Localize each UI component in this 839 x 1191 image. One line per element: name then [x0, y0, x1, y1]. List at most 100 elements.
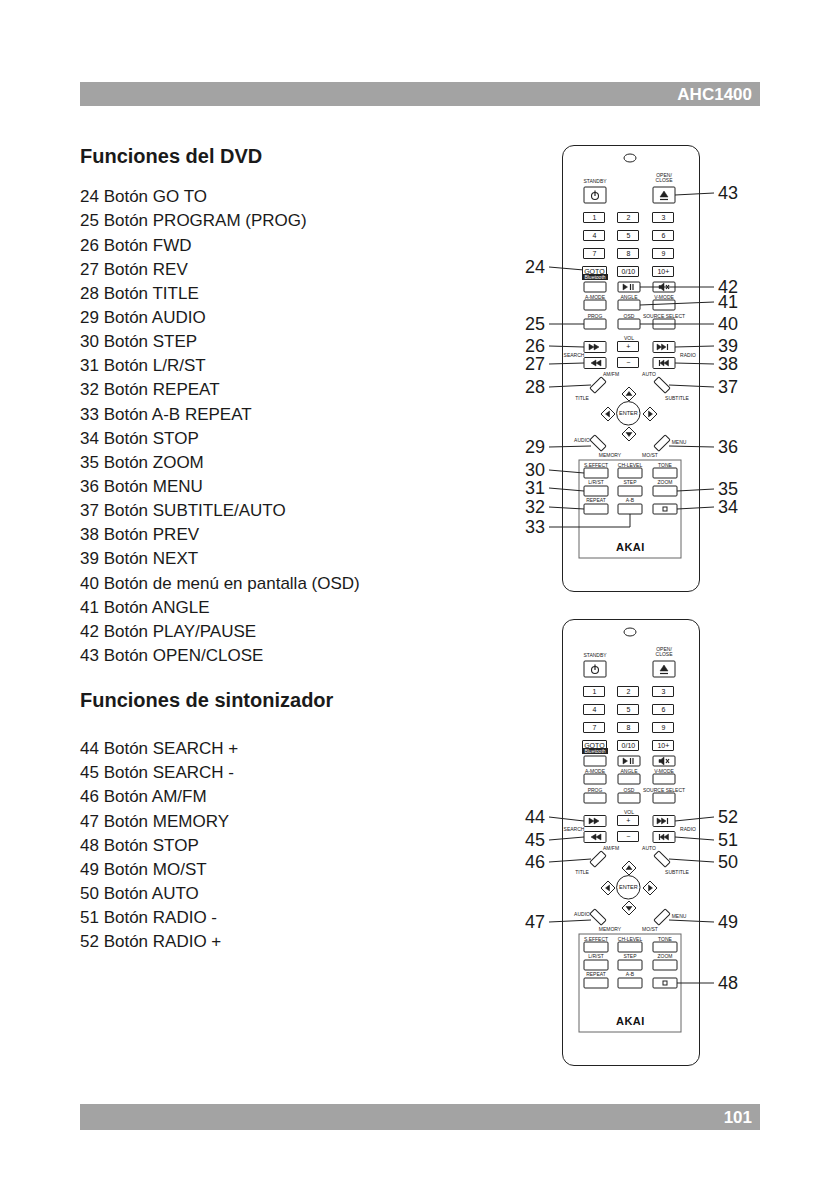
- button-symbol: [667, 344, 668, 350]
- header-band: AHC1400: [80, 82, 760, 106]
- button-label: ZOOM: [658, 954, 673, 959]
- button-symbol: [594, 191, 595, 197]
- button-label: MENU: [672, 914, 687, 919]
- footer-band: 101: [80, 1104, 760, 1130]
- remote-button: [653, 486, 677, 496]
- function-list-item: 39 Botón NEXT: [80, 549, 198, 569]
- callout-number: 47: [525, 912, 545, 933]
- button-label: OPEN/ CLOSE: [654, 173, 674, 183]
- function-list-item: 35 Botón ZOOM: [80, 453, 204, 473]
- button-symbol: [630, 758, 631, 764]
- arrow-button: [622, 901, 636, 915]
- button-label: SEARCH: [564, 827, 585, 832]
- ir-window: [624, 154, 636, 162]
- button-symbol: [626, 392, 632, 396]
- button-symbol: [594, 818, 599, 824]
- callout-number: 25: [525, 314, 545, 335]
- callout-number: 52: [718, 807, 738, 828]
- button-text: 7: [592, 250, 596, 257]
- remote-button: 1: [583, 686, 605, 697]
- button-label: ANGLE: [621, 295, 638, 300]
- button-label: TITLE: [575, 870, 589, 875]
- button-label: S.EFFECT: [584, 937, 608, 942]
- callout-number: 31: [525, 478, 545, 499]
- leader-line: [549, 859, 591, 862]
- callout-number: 49: [718, 912, 738, 933]
- leader-line: [640, 302, 714, 305]
- button-symbol: [623, 284, 628, 290]
- callout-number: 38: [718, 354, 738, 375]
- button-label: SUBTITLE: [665, 870, 689, 875]
- button-symbol: [630, 284, 631, 290]
- remote-button: [654, 851, 670, 867]
- button-text: 1: [592, 688, 596, 695]
- callout-number: 44: [525, 807, 545, 828]
- remote-button: [653, 978, 677, 988]
- remote-button: [618, 774, 640, 784]
- section-heading: Funciones de sintonizador: [80, 689, 333, 712]
- remote-button: 9: [652, 248, 674, 259]
- callout-number: 29: [525, 437, 545, 458]
- callout-number: 33: [525, 517, 545, 538]
- function-list-item: 28 Botón TITLE: [80, 284, 199, 304]
- remote-button: [653, 793, 675, 803]
- button-text: 8: [626, 724, 630, 731]
- leader-line: [675, 817, 714, 821]
- leader-line: [549, 385, 591, 387]
- remote-button: [584, 774, 606, 784]
- callout-number: 41: [718, 292, 738, 313]
- header-text: 101: [724, 1109, 752, 1126]
- button-symbol: [626, 907, 632, 911]
- callout-number: 28: [525, 377, 545, 398]
- button-label: MENU: [672, 440, 687, 445]
- button-symbol: [660, 360, 664, 366]
- button-text: 2: [626, 688, 630, 695]
- button-label: Bluetooth: [582, 748, 607, 754]
- button-symbol: [660, 834, 664, 840]
- leader-line: [549, 920, 591, 922]
- button-label: A-B: [626, 498, 634, 503]
- callout-number: 24: [525, 257, 545, 278]
- button-symbol: [662, 344, 667, 350]
- button-label: PROG: [588, 314, 603, 319]
- remote-button: [653, 942, 677, 952]
- function-list-item: 29 Botón AUDIO: [80, 308, 206, 328]
- leader-line: [677, 507, 714, 509]
- remote-button: 4: [583, 230, 605, 241]
- button-symbol: [594, 344, 599, 350]
- remote-button: 4: [583, 704, 605, 715]
- button-symbol: [589, 344, 594, 350]
- function-list-item: 30 Botón STEP: [80, 332, 197, 352]
- button-symbol: [660, 199, 668, 200]
- leader-line: [549, 488, 584, 491]
- button-text: 9: [661, 724, 665, 731]
- remote-button: 10+: [652, 740, 674, 751]
- button-text: −: [626, 833, 630, 840]
- button-label: STEP: [623, 954, 636, 959]
- function-list-item: 32 Botón REPEAT: [80, 380, 220, 400]
- remote-button: [618, 756, 640, 766]
- function-list-item: 34 Botón STOP: [80, 429, 199, 449]
- button-symbol: [589, 818, 594, 824]
- remote-button: [654, 909, 670, 925]
- leader-line: [640, 287, 714, 288]
- button-text: 2: [626, 214, 630, 221]
- callout-number: 35: [718, 479, 738, 500]
- remote-button: [584, 300, 606, 310]
- arrow-button: [601, 407, 615, 421]
- leader-line: [549, 346, 584, 347]
- button-text: 7: [592, 724, 596, 731]
- button-label: CH-LEVEL: [618, 463, 642, 468]
- button-label: L/R/ST: [588, 480, 604, 485]
- leader-line: [675, 193, 714, 195]
- button-label: REPEAT: [586, 972, 606, 977]
- button-label: REPEAT: [586, 498, 606, 503]
- leader-line: [677, 983, 714, 984]
- button-symbol: [662, 818, 667, 824]
- button-symbol: [594, 665, 595, 671]
- button-symbol: [591, 834, 596, 840]
- remote-button: 8: [617, 722, 639, 733]
- button-label: MEMORY: [599, 927, 621, 932]
- button-symbol: [596, 834, 601, 840]
